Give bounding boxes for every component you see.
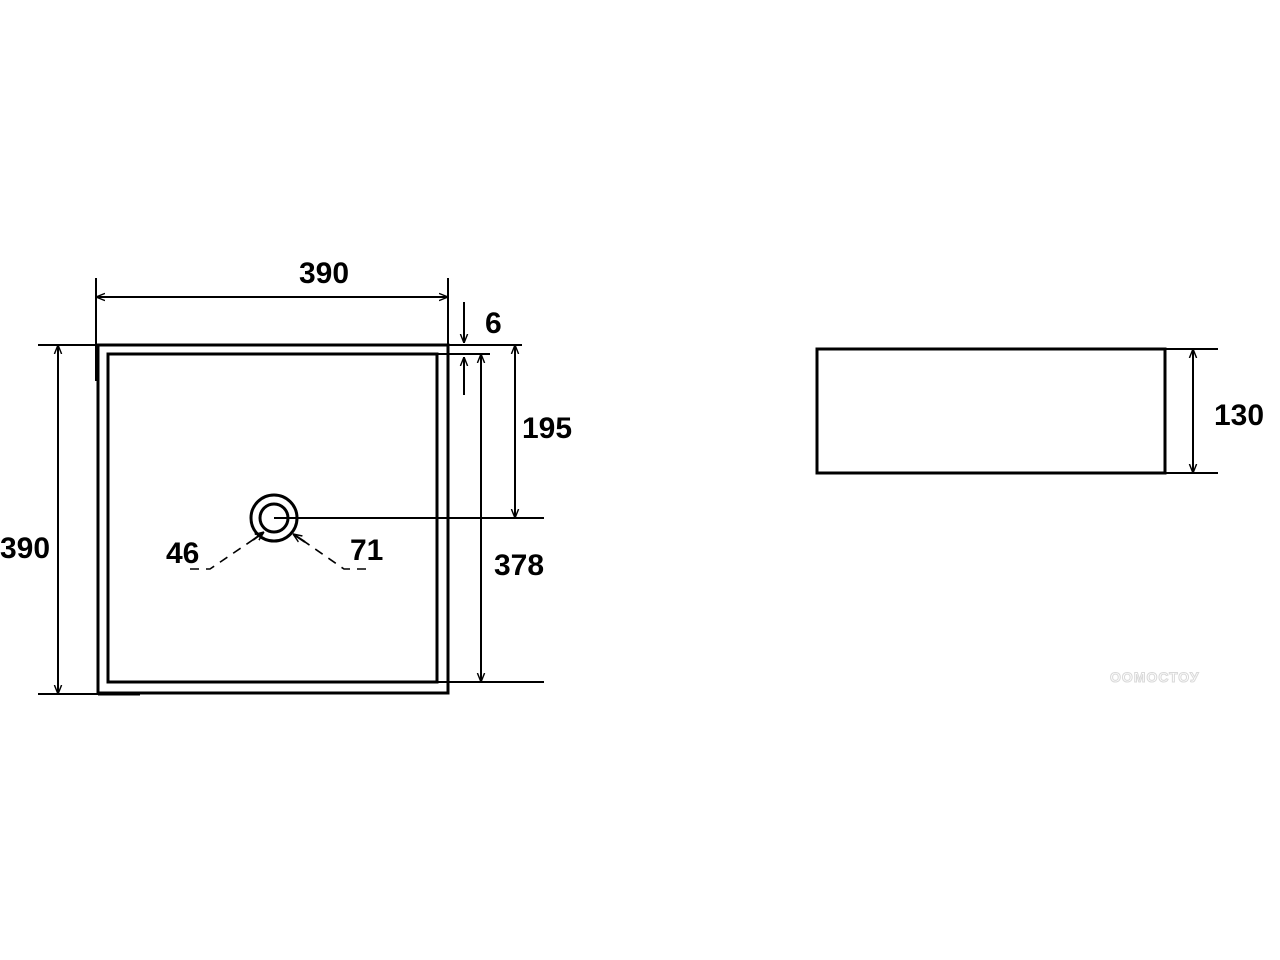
basin-side-outline [815,347,1167,475]
drain-inner-leader [190,532,264,570]
drain-outer-leader-arrow [293,534,306,543]
inner-depth-label: 378 [494,549,544,582]
wall-label: 6 [485,307,502,340]
height-label: 390 [0,532,50,565]
drain-outer-leader [294,534,366,570]
side-height-label: 130 [1214,399,1264,432]
drain-offset-label: 195 [522,412,572,445]
watermark: ООМОСТОУ [1110,669,1200,685]
width-label: 390 [299,257,349,290]
drain-inner-label: 46 [166,537,199,570]
drain-outer-label: 71 [350,534,383,567]
side-view: 130 [815,347,1264,475]
drain-outer-circle [249,493,299,543]
top-view: 390 390 6 195 378 46 71 [0,257,572,696]
drain-inner-leader-arrow [252,532,264,541]
drain-inner-circle [258,502,290,534]
